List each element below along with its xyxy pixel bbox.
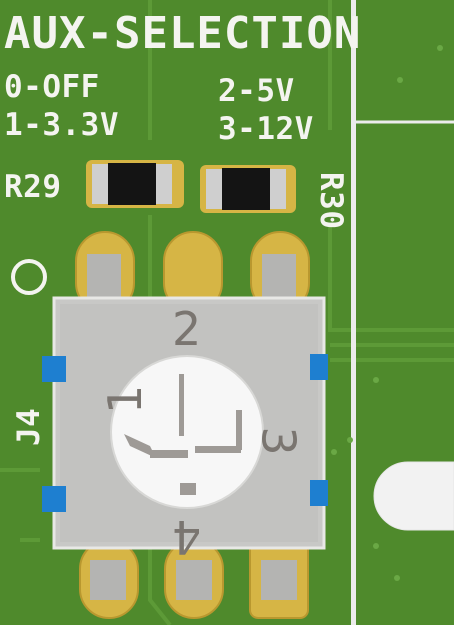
knob-arrow — [124, 374, 242, 495]
ref-r30: R30 — [313, 172, 349, 230]
switch-position-1: 1 — [98, 384, 152, 414]
board-edge-line — [351, 0, 356, 625]
ref-j4: J4 — [11, 407, 47, 446]
switch-marker — [42, 356, 66, 382]
switch-pins-top — [87, 254, 296, 300]
switch-knob — [110, 355, 264, 509]
resistor-r30 — [200, 165, 296, 213]
switch-marker — [42, 486, 66, 512]
switch-position-4: 4 — [172, 510, 202, 564]
board-title: AUX-SELECTION — [4, 8, 362, 59]
switch-position-3: 3 — [251, 426, 306, 456]
pin1-marker — [11, 259, 47, 295]
option-0-label: 0-OFF — [4, 69, 100, 105]
vias — [331, 45, 443, 581]
mounting-slot — [373, 461, 454, 531]
ref-r29: R29 — [4, 169, 62, 205]
rotary-switch-j4 — [42, 296, 328, 550]
option-1-label: 1-3.3V — [4, 107, 119, 143]
switch-position-2: 2 — [172, 302, 202, 356]
option-2-label: 2-5V — [218, 73, 295, 109]
switch-marker — [310, 480, 328, 506]
switch-marker — [310, 354, 328, 380]
resistor-r29 — [86, 160, 184, 208]
option-3-label: 3-12V — [218, 111, 314, 147]
switch-pins-bottom — [90, 560, 297, 600]
